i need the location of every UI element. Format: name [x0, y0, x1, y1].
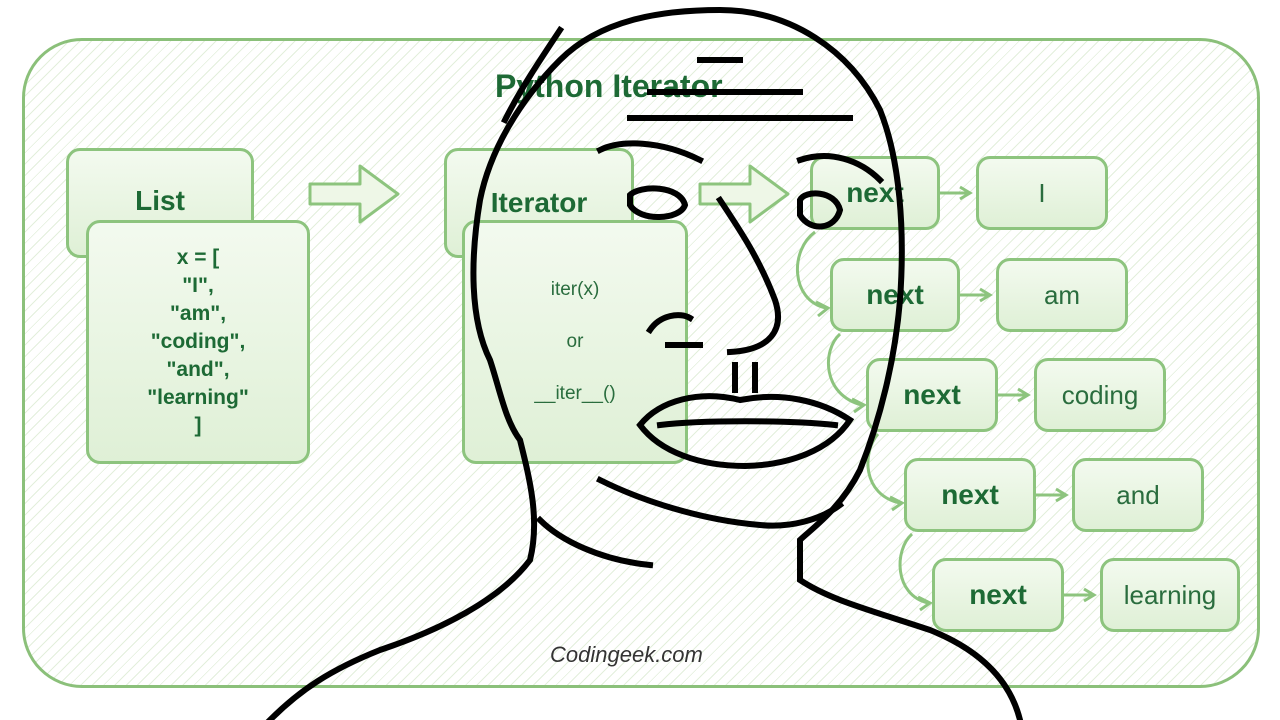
value-label: coding	[1061, 379, 1139, 410]
next-label: next	[846, 177, 904, 208]
list-label: List	[135, 185, 185, 216]
next-box: next	[830, 258, 960, 332]
list-code-box: x = [ "I", "am", "coding", "and", "learn…	[86, 220, 310, 464]
code-line: "am",	[169, 302, 227, 325]
next-label: next	[866, 279, 924, 310]
iter-method-line: or	[566, 331, 584, 352]
code-line: "coding",	[150, 330, 246, 353]
code-line: "I",	[182, 274, 214, 297]
next-to-value-arrows	[940, 185, 1097, 603]
big-arrow-icon	[308, 164, 400, 224]
next-box: next	[810, 156, 940, 230]
big-arrow-icon	[698, 164, 790, 224]
value-label: learning	[1123, 579, 1217, 610]
value-box: coding	[1034, 358, 1166, 432]
value-box: and	[1072, 458, 1204, 532]
next-label: next	[941, 479, 999, 510]
code-line: "and",	[166, 358, 230, 381]
value-label: I	[1038, 177, 1046, 208]
iterator-label: Iterator	[490, 187, 588, 218]
iter-method-line: iter(x)	[550, 279, 600, 300]
code-line: "learning"	[147, 386, 249, 409]
wojak-face-sketch-icon	[265, 6, 1024, 720]
value-box: I	[976, 156, 1108, 230]
value-box: am	[996, 258, 1128, 332]
chain-connectors	[795, 230, 933, 612]
code-line: x = [	[176, 246, 220, 269]
value-box: learning	[1100, 558, 1240, 632]
footer-credit: Codingeek.com	[550, 642, 703, 667]
iter-method-line: __iter__()	[534, 383, 616, 404]
code-line: ]	[194, 414, 202, 437]
next-box: next	[932, 558, 1064, 632]
value-label: am	[1043, 279, 1081, 310]
value-label: and	[1116, 479, 1160, 510]
next-label: next	[969, 579, 1027, 610]
next-label: next	[903, 379, 961, 410]
next-box: next	[904, 458, 1036, 532]
iter-methods-box: iter(x) or __iter__()	[462, 220, 688, 464]
